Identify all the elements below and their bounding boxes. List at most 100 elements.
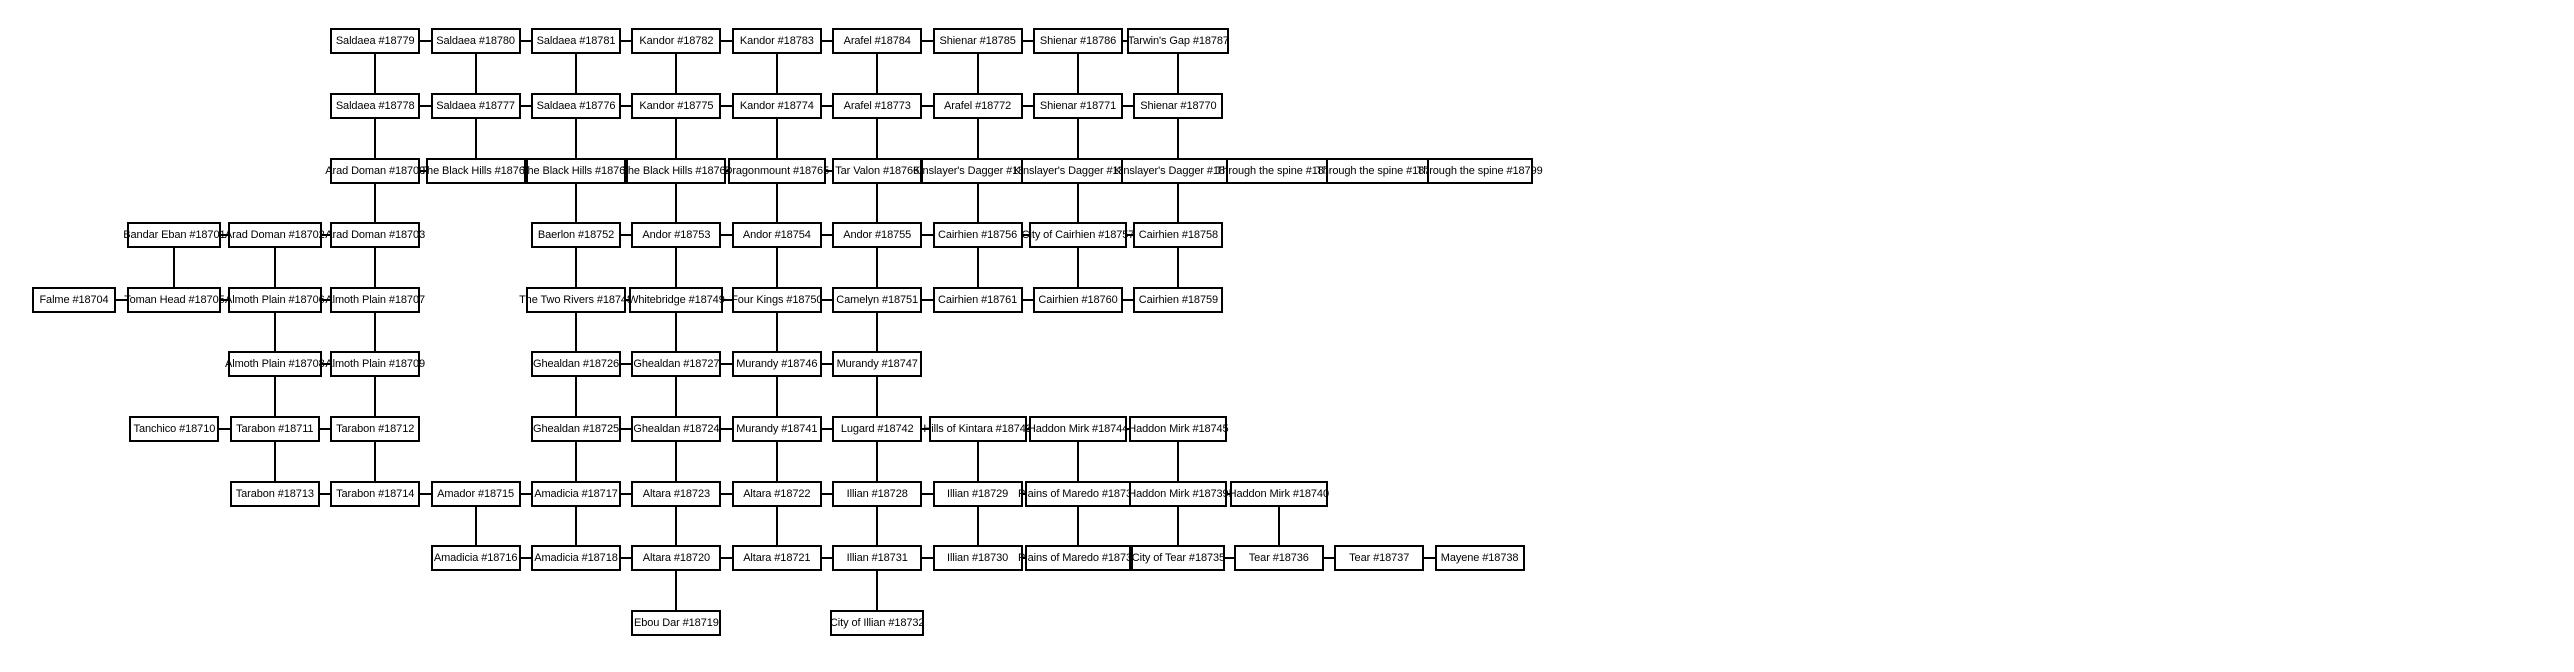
graph-node[interactable]: Hills of Kintara #18743 [923, 416, 1032, 442]
graph-node[interactable]: Through the spine #18799 [1417, 158, 1543, 184]
graph-node[interactable]: Cairhien #18758 [1133, 222, 1224, 248]
connector-vertical [675, 248, 678, 287]
graph-node[interactable]: Ghealdan #18726 [531, 351, 621, 377]
graph-node[interactable]: Almoth Plain #18709 [325, 351, 425, 377]
graph-node[interactable]: Tar Valon #18766 [832, 158, 923, 184]
connector-vertical [675, 54, 678, 93]
graph-node[interactable]: Amadicia #18717 [531, 481, 621, 507]
graph-node[interactable]: Cairhien #18760 [1033, 287, 1123, 313]
graph-node[interactable]: Kandor #18775 [631, 93, 722, 119]
graph-node[interactable]: Haddon Mirk #18745 [1128, 416, 1229, 442]
graph-node[interactable]: City of Illian #18732 [830, 610, 925, 636]
graph-node[interactable]: Altara #18720 [631, 545, 722, 571]
graph-node[interactable]: Toman Head #18705 [124, 287, 225, 313]
connector-vertical [775, 507, 778, 545]
connector-horizontal [321, 234, 331, 236]
graph-node[interactable]: Lugard #18742 [832, 416, 923, 442]
graph-node[interactable]: Andor #18754 [731, 222, 822, 248]
graph-node[interactable]: Kinslayer's Dagger #18768 [1013, 158, 1143, 184]
graph-node[interactable]: Tanchico #18710 [129, 416, 220, 442]
graph-node[interactable]: Plains of Maredo #18734 [1018, 545, 1138, 571]
graph-node[interactable]: Tarabon #18711 [229, 416, 320, 442]
graph-node[interactable]: Falme #18704 [32, 287, 116, 313]
graph-node[interactable]: Plains of Maredo #18733 [1018, 481, 1138, 507]
connector-vertical [575, 313, 577, 351]
graph-node[interactable]: Saldaea #18777 [430, 93, 521, 119]
graph-node[interactable]: Andor #18753 [631, 222, 722, 248]
graph-node[interactable]: Murandy #18747 [832, 351, 923, 377]
graph-node[interactable]: Altara #18722 [731, 481, 822, 507]
connector-vertical [775, 184, 778, 222]
graph-node[interactable]: Arafel #18784 [832, 28, 923, 54]
graph-node[interactable]: Arad Doman #18700 [325, 158, 425, 184]
graph-node[interactable]: Four Kings #18750 [731, 287, 823, 313]
graph-node[interactable]: Kandor #18774 [731, 93, 822, 119]
graph-node[interactable]: Ghealdan #18727 [631, 351, 722, 377]
graph-node[interactable]: Cairhien #18759 [1133, 287, 1224, 313]
graph-node[interactable]: Shienar #18785 [932, 28, 1023, 54]
connector-vertical [1077, 507, 1079, 545]
graph-node[interactable]: Almoth Plain #18707 [325, 287, 425, 313]
graph-node[interactable]: The Black Hills #18763 [521, 158, 631, 184]
graph-node[interactable]: Bandar Eban #18701 [123, 222, 226, 248]
graph-node[interactable]: Kandor #18782 [631, 28, 722, 54]
graph-node[interactable]: Tarabon #18713 [229, 481, 320, 507]
graph-node[interactable]: Tear #18737 [1334, 545, 1425, 571]
graph-node[interactable]: Almoth Plain #18708 [225, 351, 325, 377]
graph-node[interactable]: Tear #18736 [1233, 545, 1324, 571]
graph-node[interactable]: Altara #18721 [731, 545, 822, 571]
graph-node[interactable]: Amador #18715 [430, 481, 521, 507]
connector-horizontal [1022, 105, 1033, 107]
graph-node[interactable]: Arad Doman #18702 [225, 222, 325, 248]
graph-node[interactable]: Illian #18730 [932, 545, 1023, 571]
graph-node[interactable]: Whitebridge #18749 [628, 287, 725, 313]
graph-node[interactable]: Ghealdan #18725 [531, 416, 621, 442]
graph-node[interactable]: Cairhien #18756 [932, 222, 1023, 248]
graph-node[interactable]: Through the spine #18798 [1316, 158, 1442, 184]
graph-node[interactable]: Haddon Mirk #18744 [1028, 416, 1128, 442]
graph-node[interactable]: Baerlon #18752 [531, 222, 621, 248]
graph-node[interactable]: Through the spine #18797 [1216, 158, 1342, 184]
graph-node[interactable]: Saldaea #18781 [531, 28, 621, 54]
graph-node[interactable]: Shienar #18786 [1033, 28, 1123, 54]
graph-node[interactable]: Almoth Plain #18706 [225, 287, 325, 313]
graph-node[interactable]: Saldaea #18776 [531, 93, 621, 119]
graph-node[interactable]: Tarwin's Gap #18787 [1127, 28, 1230, 54]
graph-node[interactable]: The Black Hills #18764 [621, 158, 732, 184]
graph-node[interactable]: Illian #18728 [832, 481, 923, 507]
graph-node[interactable]: Illian #18729 [932, 481, 1023, 507]
graph-node[interactable]: Amadicia #18718 [531, 545, 621, 571]
graph-node[interactable]: Mayene #18738 [1434, 545, 1525, 571]
graph-node[interactable]: Illian #18731 [832, 545, 923, 571]
graph-node[interactable]: Andor #18755 [832, 222, 923, 248]
graph-node[interactable]: Saldaea #18780 [430, 28, 521, 54]
graph-node[interactable]: Kandor #18783 [731, 28, 822, 54]
graph-node[interactable]: Haddon Mirk #18739 [1128, 481, 1229, 507]
graph-node[interactable]: Murandy #18746 [731, 351, 822, 377]
graph-node[interactable]: City of Cairhien #18757 [1022, 222, 1134, 248]
graph-node[interactable]: Ghealdan #18724 [631, 416, 722, 442]
connector-vertical [374, 377, 377, 416]
graph-node[interactable]: Murandy #18741 [731, 416, 822, 442]
graph-node[interactable]: Kinslayer's Dagger #18769 [1114, 158, 1243, 184]
graph-node[interactable]: Tarabon #18712 [330, 416, 421, 442]
graph-node[interactable]: Arafel #18773 [832, 93, 923, 119]
graph-node[interactable]: City of Tear #18735 [1131, 545, 1226, 571]
graph-node[interactable]: Tarabon #18714 [330, 481, 421, 507]
graph-node[interactable]: Cairhien #18761 [932, 287, 1023, 313]
graph-node[interactable]: The Black Hills #18762 [420, 158, 531, 184]
graph-node[interactable]: Haddon Mirk #18740 [1229, 481, 1329, 507]
graph-node[interactable]: Shienar #18771 [1033, 93, 1123, 119]
graph-node[interactable]: Ebou Dar #18719 [631, 610, 722, 636]
graph-node[interactable]: Dragonmount #18765 [724, 158, 829, 184]
connector-vertical [976, 54, 979, 93]
graph-node[interactable]: Altara #18723 [631, 481, 722, 507]
graph-node[interactable]: Saldaea #18779 [330, 28, 421, 54]
graph-node[interactable]: The Two Rivers #18748 [519, 287, 633, 313]
graph-node[interactable]: Shienar #18770 [1133, 93, 1224, 119]
graph-node[interactable]: Camelyn #18751 [832, 287, 923, 313]
graph-node[interactable]: Saldaea #18778 [330, 93, 421, 119]
graph-node[interactable]: Arad Doman #18703 [325, 222, 425, 248]
graph-node[interactable]: Arafel #18772 [932, 93, 1023, 119]
graph-node[interactable]: Amadicia #18716 [430, 545, 521, 571]
